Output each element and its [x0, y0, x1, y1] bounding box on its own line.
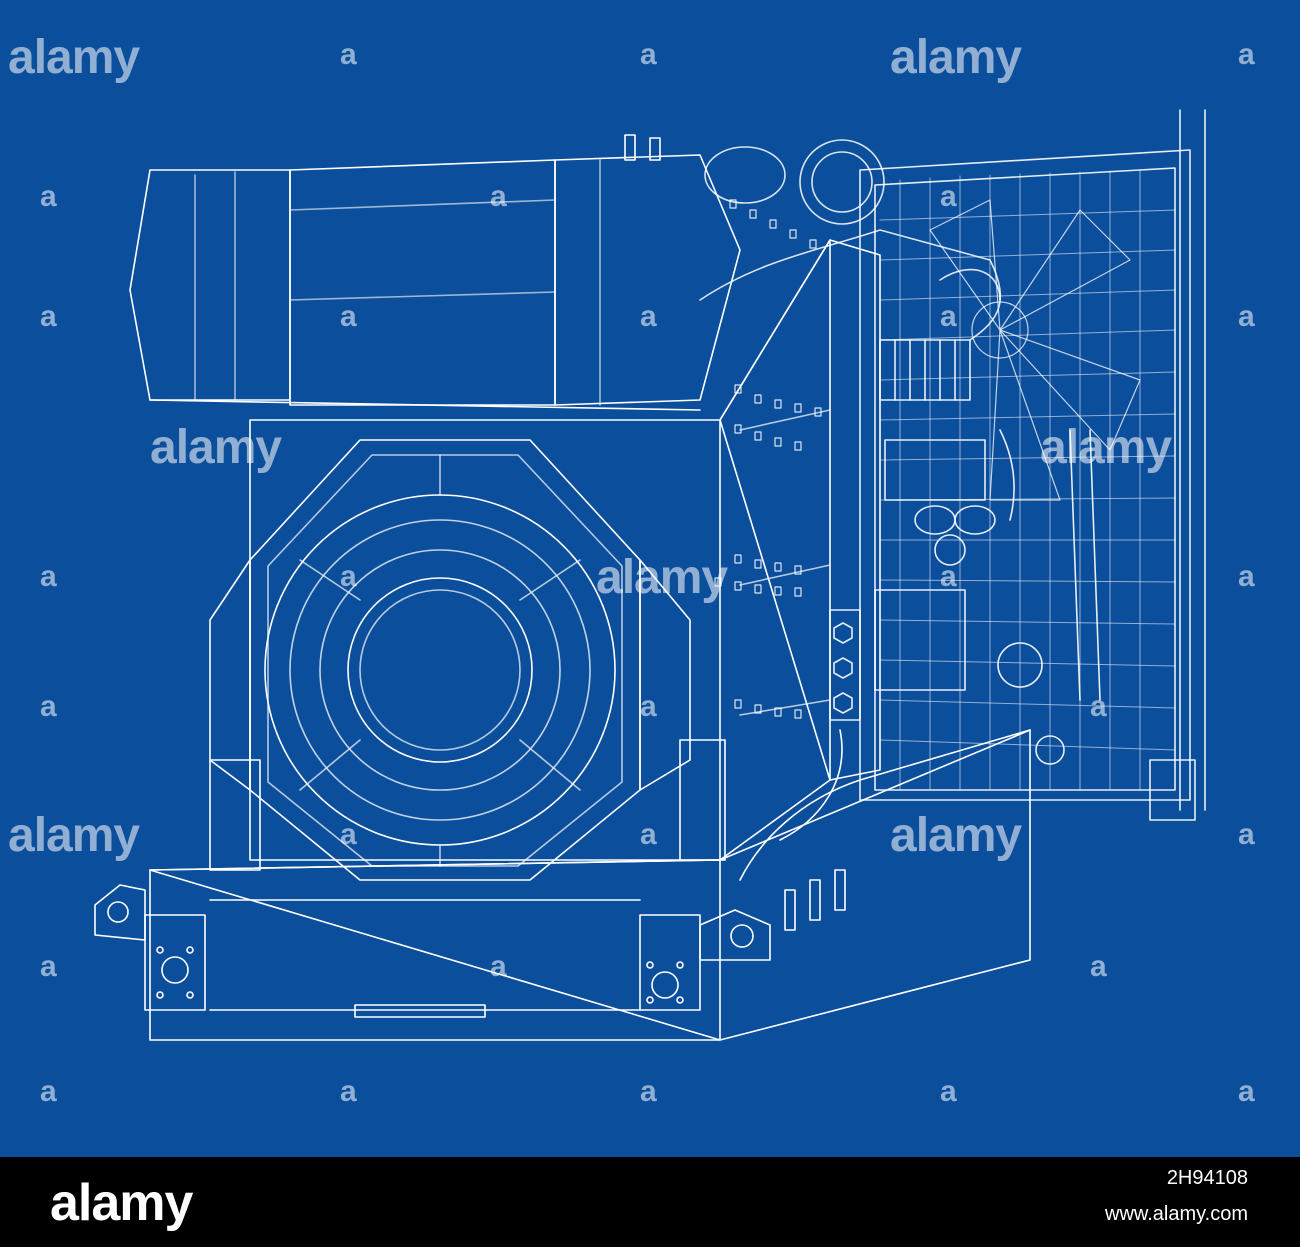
watermark-mark: a [490, 180, 507, 213]
watermark-mark: a [340, 38, 357, 71]
watermark-mark: a [1090, 690, 1107, 723]
watermark-mark: a [640, 38, 657, 71]
watermark-mark: a [340, 818, 357, 851]
alamy-logo: alamy [50, 1174, 193, 1232]
footer-bar: alamy 2H94108 www.alamy.com [0, 1157, 1300, 1247]
site-url[interactable]: www.alamy.com [1105, 1203, 1248, 1225]
watermark-brand: alamy [1040, 421, 1172, 474]
generator-wireframe-drawing [94, 109, 1206, 1041]
watermark-mark: a [1238, 300, 1255, 333]
watermark-mark: a [940, 560, 957, 593]
bolt-rows [714, 199, 822, 719]
air-filter-housing [129, 134, 741, 411]
watermark-mark: a [1238, 560, 1255, 593]
watermark-mark: a [640, 1075, 657, 1108]
watermark-mark: a [340, 1075, 357, 1108]
watermark-mark: a [40, 180, 57, 213]
watermark-mark: a [40, 690, 57, 723]
engine-components [829, 339, 1101, 765]
watermark-mark: a [40, 1075, 57, 1108]
watermark-brand: alamy [8, 809, 140, 862]
watermark-brand: alamy [150, 421, 282, 474]
mounting-feet [209, 739, 726, 871]
watermark-brand: alamy [890, 31, 1022, 84]
alternator-housing [209, 439, 691, 881]
watermark-brand: alamy [890, 809, 1022, 862]
watermark-mark: a [640, 690, 657, 723]
blueprint-illustration: alamy alamy alamy alamy alamy alamy alam… [0, 0, 1300, 1157]
watermark-mark: a [490, 950, 507, 983]
watermark-mark: a [40, 560, 57, 593]
watermark-brand: alamy [596, 551, 728, 604]
watermark-mark: a [940, 1075, 957, 1108]
watermark-brand: alamy [8, 31, 140, 84]
skid-base [94, 729, 1031, 1041]
engine-block [249, 239, 881, 861]
watermark-mark: a [40, 950, 57, 983]
watermark-mark: a [940, 180, 957, 213]
watermark-mark: a [640, 818, 657, 851]
watermark-mark: a [1238, 818, 1255, 851]
radiator-grid [879, 169, 1176, 791]
watermark-mark: a [1090, 950, 1107, 983]
radiator-frame [859, 109, 1206, 821]
watermark-mark: a [40, 300, 57, 333]
watermark-mark: a [1238, 38, 1255, 71]
watermark-mark: a [940, 300, 957, 333]
image-id: 2H94108 [1166, 1167, 1248, 1189]
fan-blades [929, 199, 1141, 501]
exhaust-pipe [699, 139, 1002, 341]
watermark-mark: a [340, 560, 357, 593]
watermark-mark: a [340, 300, 357, 333]
watermark-mark: a [1238, 1075, 1255, 1108]
watermark-mark: a [640, 300, 657, 333]
